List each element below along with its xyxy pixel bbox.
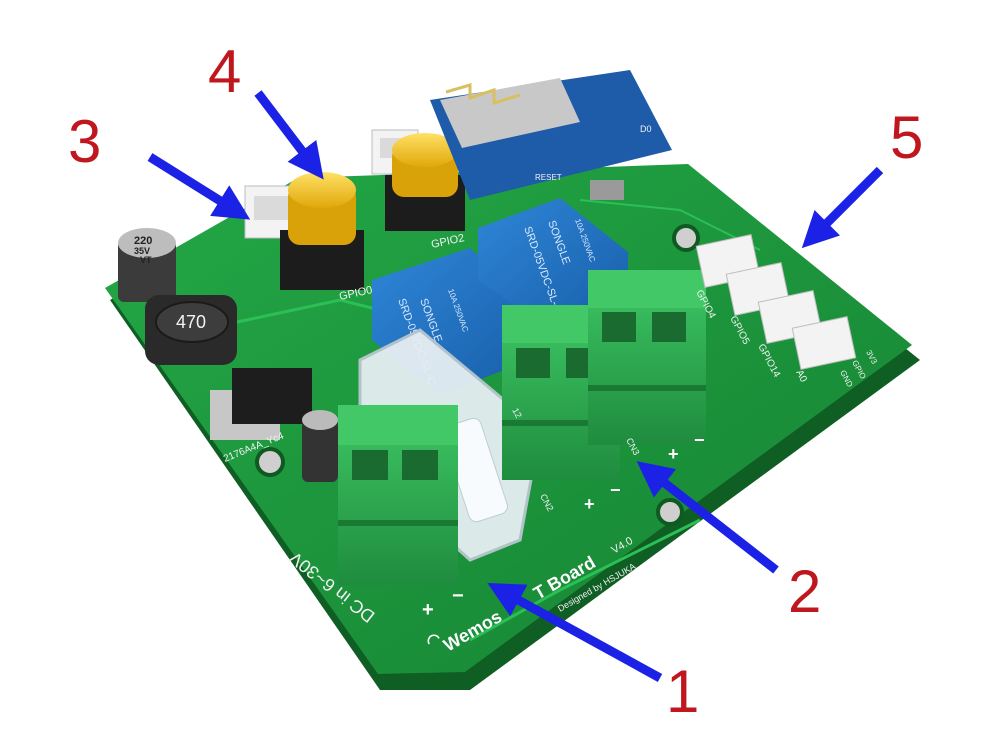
button-cap-top <box>392 133 458 167</box>
arrow-2 <box>636 461 779 574</box>
capacitor-value: 220 <box>134 235 152 247</box>
terminal-ridge <box>502 420 620 426</box>
jst-connector-row <box>695 234 857 370</box>
inductor: 470 <box>145 295 237 365</box>
jst-slot <box>254 196 288 220</box>
terminal-block-cn3 <box>588 270 706 445</box>
terminal-ridge <box>338 520 458 526</box>
arrow-4 <box>254 90 324 180</box>
callout-number-3: 3 <box>68 108 101 175</box>
terminal-screw <box>516 348 550 378</box>
inductor-top <box>155 301 229 343</box>
pcb-trace <box>579 199 761 251</box>
module-label-d0: D0 <box>640 124 652 134</box>
regulator-body <box>232 368 312 424</box>
capacitor-voltage: 35V <box>134 246 150 256</box>
polarity-minus: − <box>610 480 621 500</box>
arrow-5 <box>801 166 884 249</box>
label-a0: A0 <box>793 368 809 384</box>
polarity-plus: + <box>422 599 434 621</box>
callout-numbers: 1 2 3 4 5 <box>68 38 923 725</box>
arrow-3 <box>147 153 251 220</box>
polarity-plus: + <box>584 494 595 514</box>
mounting-hole <box>672 224 700 252</box>
terminal-ridge <box>588 385 706 391</box>
terminal-top <box>588 270 706 308</box>
callout-arrows <box>147 90 884 682</box>
wemos-d1-mini-module: D0 RESET <box>430 70 672 200</box>
capacitor-series: VT <box>140 255 152 265</box>
usb-port <box>590 180 624 200</box>
button-cap-top <box>288 172 356 208</box>
callout-number-2: 2 <box>788 558 821 625</box>
jst-a0 <box>791 316 857 370</box>
mounting-hole <box>255 447 285 477</box>
terminal-body <box>588 285 706 445</box>
terminal-top <box>338 405 458 445</box>
push-button-gpio2: GPIO2 <box>385 133 466 251</box>
terminal-screw <box>352 450 388 480</box>
polarity-minus: − <box>694 430 705 450</box>
polarity-minus: − <box>452 585 464 607</box>
label-12: 12 <box>510 406 524 420</box>
callout-number-5: 5 <box>890 104 923 171</box>
terminal-screw <box>602 312 636 342</box>
push-button-gpio0: GPIO0 <box>280 172 374 303</box>
small-capacitor <box>302 410 338 482</box>
inductor-value: 470 <box>176 312 206 332</box>
mounting-hole <box>656 498 684 526</box>
polarity-plus: + <box>668 444 679 464</box>
terminal-screw <box>652 312 686 342</box>
antenna-trace <box>445 83 521 106</box>
terminal-body <box>338 420 458 585</box>
capacitor-top <box>118 228 176 258</box>
small-capacitor-top <box>302 410 338 430</box>
capacitor: 220 35V VT <box>118 228 176 302</box>
callout-number-4: 4 <box>208 38 241 105</box>
module-label-reset: RESET <box>535 173 562 182</box>
terminal-screw <box>402 450 438 480</box>
pcb-trace <box>469 518 701 642</box>
small-capacitor-body <box>302 418 338 482</box>
terminal-block-power <box>338 405 458 585</box>
arrow-1 <box>487 583 663 682</box>
callout-number-1: 1 <box>666 658 699 725</box>
